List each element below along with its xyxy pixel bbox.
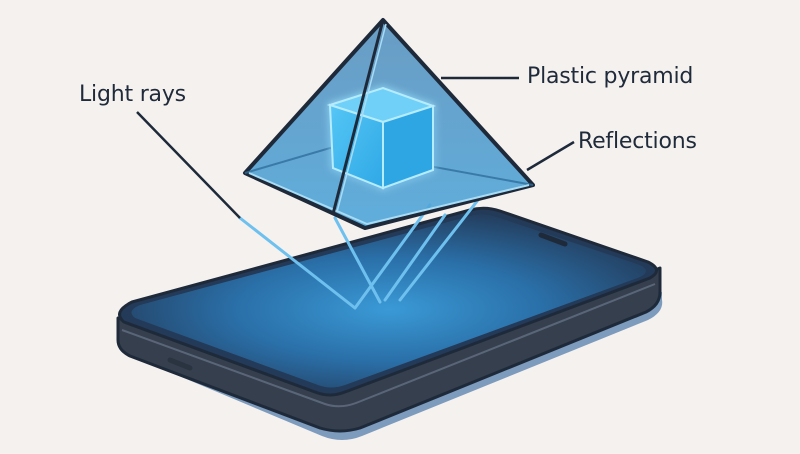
hologram-cube bbox=[326, 86, 437, 190]
phone-edge-highlight bbox=[121, 283, 656, 408]
label-light-rays: Light rays bbox=[79, 82, 186, 107]
pyramid-base-edge bbox=[244, 146, 534, 186]
light-ray bbox=[333, 216, 382, 304]
phone-screen bbox=[131, 214, 646, 388]
pyramid-front-edge bbox=[331, 19, 385, 215]
light-rays-leader-line bbox=[136, 111, 241, 219]
label-plastic-pyramid: Plastic pyramid bbox=[527, 64, 694, 89]
phone-side-button bbox=[167, 357, 193, 371]
light-rays bbox=[238, 198, 480, 310]
smartphone bbox=[116, 206, 663, 440]
light-ray bbox=[383, 213, 447, 302]
plastic-pyramid bbox=[243, 18, 535, 230]
cube-right bbox=[382, 104, 434, 190]
label-reflections: Reflections bbox=[578, 129, 697, 154]
reflections-leader-line bbox=[526, 140, 575, 172]
light-ray bbox=[353, 203, 432, 310]
phone-speaker bbox=[538, 232, 568, 247]
light-ray bbox=[398, 198, 480, 302]
phone-body bbox=[116, 266, 662, 433]
pyramid-inner-edge bbox=[248, 172, 530, 226]
pyramid-front-edge-highlight bbox=[336, 23, 387, 213]
light-ray bbox=[238, 216, 357, 310]
